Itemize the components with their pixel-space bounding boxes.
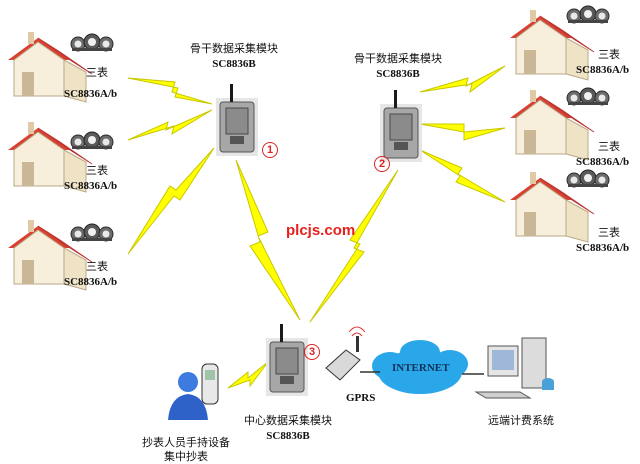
link-reader-module3 bbox=[227, 361, 269, 389]
house-2-model-label: SC8836A/b bbox=[64, 180, 118, 192]
house-1-model-label: SC8836A/b bbox=[64, 88, 118, 100]
module-2-badge: 2 bbox=[374, 156, 390, 172]
internet-cloud bbox=[372, 340, 468, 394]
link-house2-module1 bbox=[127, 109, 213, 141]
reader-label-line2: 集中抄表 bbox=[164, 450, 208, 463]
link-module2-house5 bbox=[419, 123, 506, 141]
handheld-device-icon bbox=[201, 363, 219, 405]
meters-icon bbox=[70, 223, 114, 242]
house-5-meter-label: 三表 bbox=[598, 140, 620, 153]
meters-icon bbox=[70, 131, 114, 150]
link-module2-module3 bbox=[309, 169, 399, 323]
house-1-meter-label: 三表 bbox=[86, 66, 108, 79]
link-house3-module1 bbox=[127, 147, 215, 255]
module-1-model: SC8836B bbox=[212, 58, 256, 70]
link-module2-house6 bbox=[419, 149, 506, 203]
module-2-image bbox=[379, 89, 423, 163]
module-1-title: 骨干数据采集模块 bbox=[190, 42, 278, 55]
house-2-meter-label: 三表 bbox=[86, 164, 108, 177]
meters-icon bbox=[566, 169, 610, 188]
module-3-model: SC8836B bbox=[266, 430, 310, 442]
gprs-phone-icon bbox=[325, 326, 366, 381]
wireless-links bbox=[127, 65, 506, 389]
reader-label-line1: 抄表人员手持设备 bbox=[142, 436, 230, 449]
link-module1-module3 bbox=[235, 159, 301, 321]
meters-icon bbox=[566, 5, 610, 24]
meters-icon bbox=[70, 33, 114, 52]
house-6-meter-label: 三表 bbox=[598, 226, 620, 239]
gprs-label: GPRS bbox=[346, 392, 376, 404]
reader-person-icon bbox=[168, 372, 208, 420]
house-3-model-label: SC8836A/b bbox=[64, 276, 118, 288]
module-3-title: 中心数据采集模块 bbox=[244, 414, 332, 427]
link-house1-module1 bbox=[127, 77, 213, 105]
module-1-image bbox=[215, 83, 259, 157]
meters-icon bbox=[566, 87, 610, 106]
house-4-meter-label: 三表 bbox=[598, 48, 620, 61]
remote-billing-label: 远端计费系统 bbox=[488, 414, 554, 427]
module-2-model: SC8836B bbox=[376, 68, 420, 80]
house-4-model-label: SC8836A/b bbox=[576, 64, 630, 76]
module-2-title: 骨干数据采集模块 bbox=[354, 52, 442, 65]
house-5-model-label: SC8836A/b bbox=[576, 156, 630, 168]
house-6-model-label: SC8836A/b bbox=[576, 242, 630, 254]
link-module2-house4 bbox=[419, 65, 506, 94]
computer-icon bbox=[474, 337, 554, 399]
module-3-image bbox=[265, 323, 309, 397]
internet-label: INTERNET bbox=[392, 362, 450, 374]
module-1-badge: 1 bbox=[262, 142, 278, 158]
house-3-meter-label: 三表 bbox=[86, 260, 108, 273]
watermark: plcjs.com bbox=[286, 222, 356, 239]
module-3-badge: 3 bbox=[304, 344, 320, 360]
